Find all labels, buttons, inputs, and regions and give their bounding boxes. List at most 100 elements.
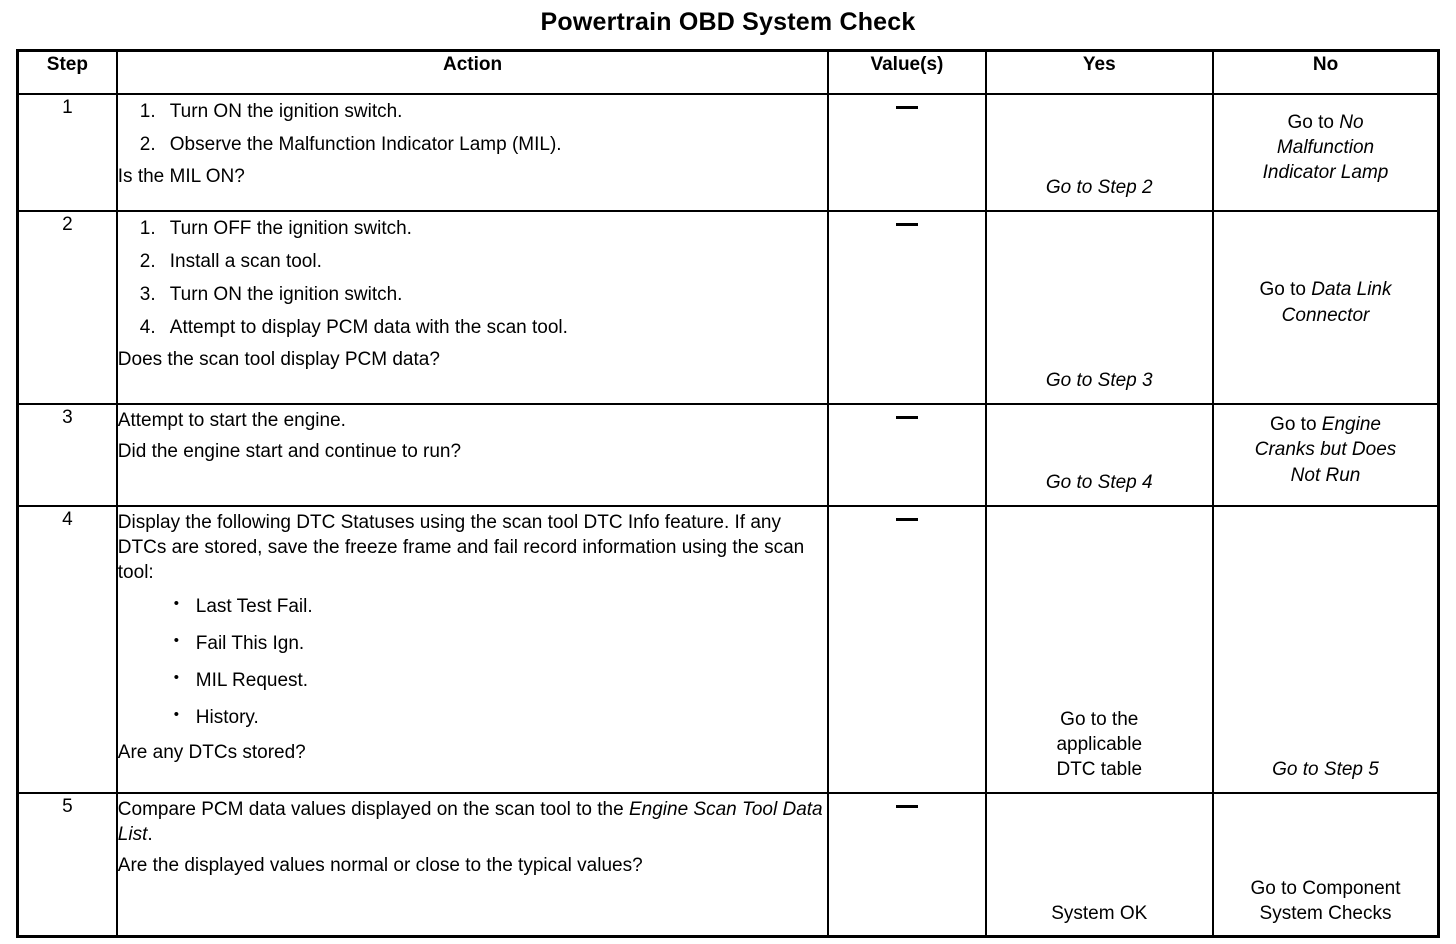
action-question: Are the displayed values normal or close…: [117, 855, 643, 877]
yes-branch-line: applicable: [1056, 733, 1143, 755]
action-cell: 1. Turn ON the ignition switch. 2.Observe…: [115, 93, 830, 212]
column-header-step: Step: [16, 49, 118, 95]
list-number: 2.: [139, 251, 156, 273]
yes-branch-cell: Go to Step 2: [984, 93, 1215, 212]
page-title: Powertrain OBD System Check: [540, 8, 916, 36]
list-item: 3. Turn ON the ignition switch.: [140, 278, 828, 311]
action-question: Does the scan tool display PCM data?: [117, 349, 440, 371]
column-header-no: No: [1212, 49, 1440, 95]
no-branch-cell: Go to Engine Cranks but Does Not Run: [1212, 403, 1440, 507]
no-branch-italic: No: [1339, 111, 1364, 133]
em-dash-icon: [895, 106, 918, 110]
yes-branch-cell: Go to Step 3: [984, 210, 1215, 405]
no-branch-plain: Go to: [1270, 414, 1322, 436]
value-cell: [827, 792, 987, 937]
action-intro-post: .: [147, 824, 153, 846]
yes-branch-text: Go to Step 2: [1045, 176, 1153, 198]
list-item-label: Turn ON the ignition switch.: [169, 284, 403, 306]
list-item-label: Attempt to display PCM data with the sca…: [169, 317, 568, 339]
action-cell: Display the following DTC Statuses using…: [115, 505, 830, 794]
list-item-label: Observe the Malfunction Indicator Lamp (…: [169, 134, 562, 156]
value-cell: [827, 93, 987, 212]
list-item-label: Turn OFF the ignition switch.: [169, 218, 412, 239]
list-item: 1. Turn ON the ignition switch.: [140, 95, 828, 128]
value-cell: [827, 505, 987, 794]
column-header-action: Action: [115, 49, 830, 95]
table-row: 5 Compare PCM data values displayed on t…: [16, 792, 1440, 937]
no-branch-line: Go to Data Link: [1214, 277, 1437, 302]
action-cell: Compare PCM data values displayed on the…: [115, 792, 830, 937]
yes-branch-cell: Go to the applicable DTC table: [984, 505, 1215, 794]
list-number: 4.: [139, 317, 156, 339]
column-header-yes: Yes: [984, 49, 1215, 95]
list-item-label: Turn ON the ignition switch.: [169, 101, 403, 122]
yes-branch-cell: Go to Step 4: [984, 403, 1215, 507]
action-intro: Compare PCM data values displayed on the…: [118, 794, 828, 850]
no-branch-cell: Go to No Malfunction Indicator Lamp: [1212, 93, 1440, 212]
em-dash-icon: [895, 416, 918, 420]
no-branch-italic: Engine: [1321, 414, 1381, 436]
numbered-step-list: 1. Turn OFF the ignition switch. 2. Instal…: [118, 212, 828, 344]
bullet-icon: •: [173, 595, 180, 613]
no-branch-cell: Go to Component System Checks: [1212, 792, 1440, 937]
yes-branch-cell: System OK: [984, 792, 1215, 937]
action-question: Are any DTCs stored?: [117, 741, 306, 763]
table-header-row: Step Action Value(s) Yes No: [16, 49, 1440, 95]
obd-check-table-container: Step Action Value(s) Yes No 1 1. Turn ON …: [16, 49, 1440, 938]
list-number: 1.: [139, 101, 156, 122]
yes-branch-text: System OK: [1051, 903, 1148, 925]
no-branch-line: Connector: [1281, 304, 1370, 326]
em-dash-icon: [895, 223, 918, 227]
list-item: • MIL Request.: [174, 662, 828, 699]
column-header-values: Value(s): [827, 49, 987, 95]
list-item: 2. Install a scan tool.: [140, 245, 828, 278]
list-item-label: Fail This Ign.: [195, 633, 305, 655]
no-branch-cell: Go to Data Link Connector: [1212, 210, 1440, 405]
no-branch-text: Go to Step 5: [1272, 758, 1379, 780]
list-item: 4. Attempt to display PCM data with the s…: [140, 311, 828, 344]
no-branch-cell: Go to Step 5: [1212, 505, 1440, 794]
yes-branch-line: DTC table: [1056, 758, 1143, 780]
list-number: 3.: [139, 284, 156, 306]
list-item-label: MIL Request.: [195, 670, 309, 692]
list-item: • History.: [174, 699, 828, 736]
numbered-step-list: 1. Turn ON the ignition switch. 2.Observe…: [118, 95, 828, 161]
bullet-icon: •: [173, 706, 180, 724]
action-cell: Attempt to start the engine. Did the eng…: [115, 403, 830, 507]
no-branch-line: Go to Engine: [1214, 412, 1437, 437]
no-branch-plain: Go to: [1259, 279, 1312, 301]
step-number: 3: [16, 403, 118, 507]
no-branch-line: Go to No: [1214, 110, 1437, 135]
list-number: 1.: [139, 218, 156, 239]
list-item-label: Last Test Fail.: [195, 596, 313, 618]
no-branch-line: System Checks: [1259, 903, 1392, 925]
action-paragraph: Attempt to start the engine.: [117, 410, 346, 431]
table-row: 1 1. Turn ON the ignition switch. 2.Obser…: [16, 93, 1440, 212]
action-intro-reference: Engine Scan Tool Data List: [117, 799, 823, 846]
no-branch-plain: Go to: [1287, 111, 1340, 133]
action-cell: 1. Turn OFF the ignition switch. 2. Instal…: [115, 210, 830, 405]
action-question: Did the engine start and continue to run…: [117, 441, 462, 463]
list-item-label: Install a scan tool.: [169, 251, 322, 273]
step-number: 5: [16, 792, 118, 937]
step-number: 1: [16, 93, 118, 212]
value-cell: [827, 403, 987, 507]
em-dash-icon: [895, 518, 918, 522]
no-branch-line: Go to Component: [1250, 878, 1401, 900]
table-row: 4 Display the following DTC Statuses usi…: [16, 505, 1440, 794]
list-item-label: History.: [195, 707, 259, 729]
table-row: 2 1. Turn OFF the ignition switch. 2. Inst…: [16, 210, 1440, 405]
list-item: •Fail This Ign.: [174, 625, 828, 662]
table-row: 3 Attempt to start the engine. Did the e…: [16, 403, 1440, 507]
yes-branch-line: Go to the: [1060, 708, 1139, 730]
bulleted-status-list: •Last Test Fail. •Fail This Ign. •MIL Re…: [118, 588, 828, 736]
list-item: 2.Observe the Malfunction Indicator Lamp…: [140, 128, 828, 161]
step-number: 2: [16, 210, 118, 405]
em-dash-icon: [895, 805, 918, 809]
no-branch-line: Not Run: [1290, 464, 1361, 486]
yes-branch-text: Go to Step 3: [1045, 369, 1153, 391]
yes-branch-text: Go to Step 4: [1045, 471, 1153, 493]
no-branch-italic: Data Link: [1311, 279, 1392, 301]
bullet-icon: •: [173, 669, 180, 687]
powertrain-obd-system-check-table: Step Action Value(s) Yes No 1 1. Turn ON …: [16, 49, 1440, 938]
